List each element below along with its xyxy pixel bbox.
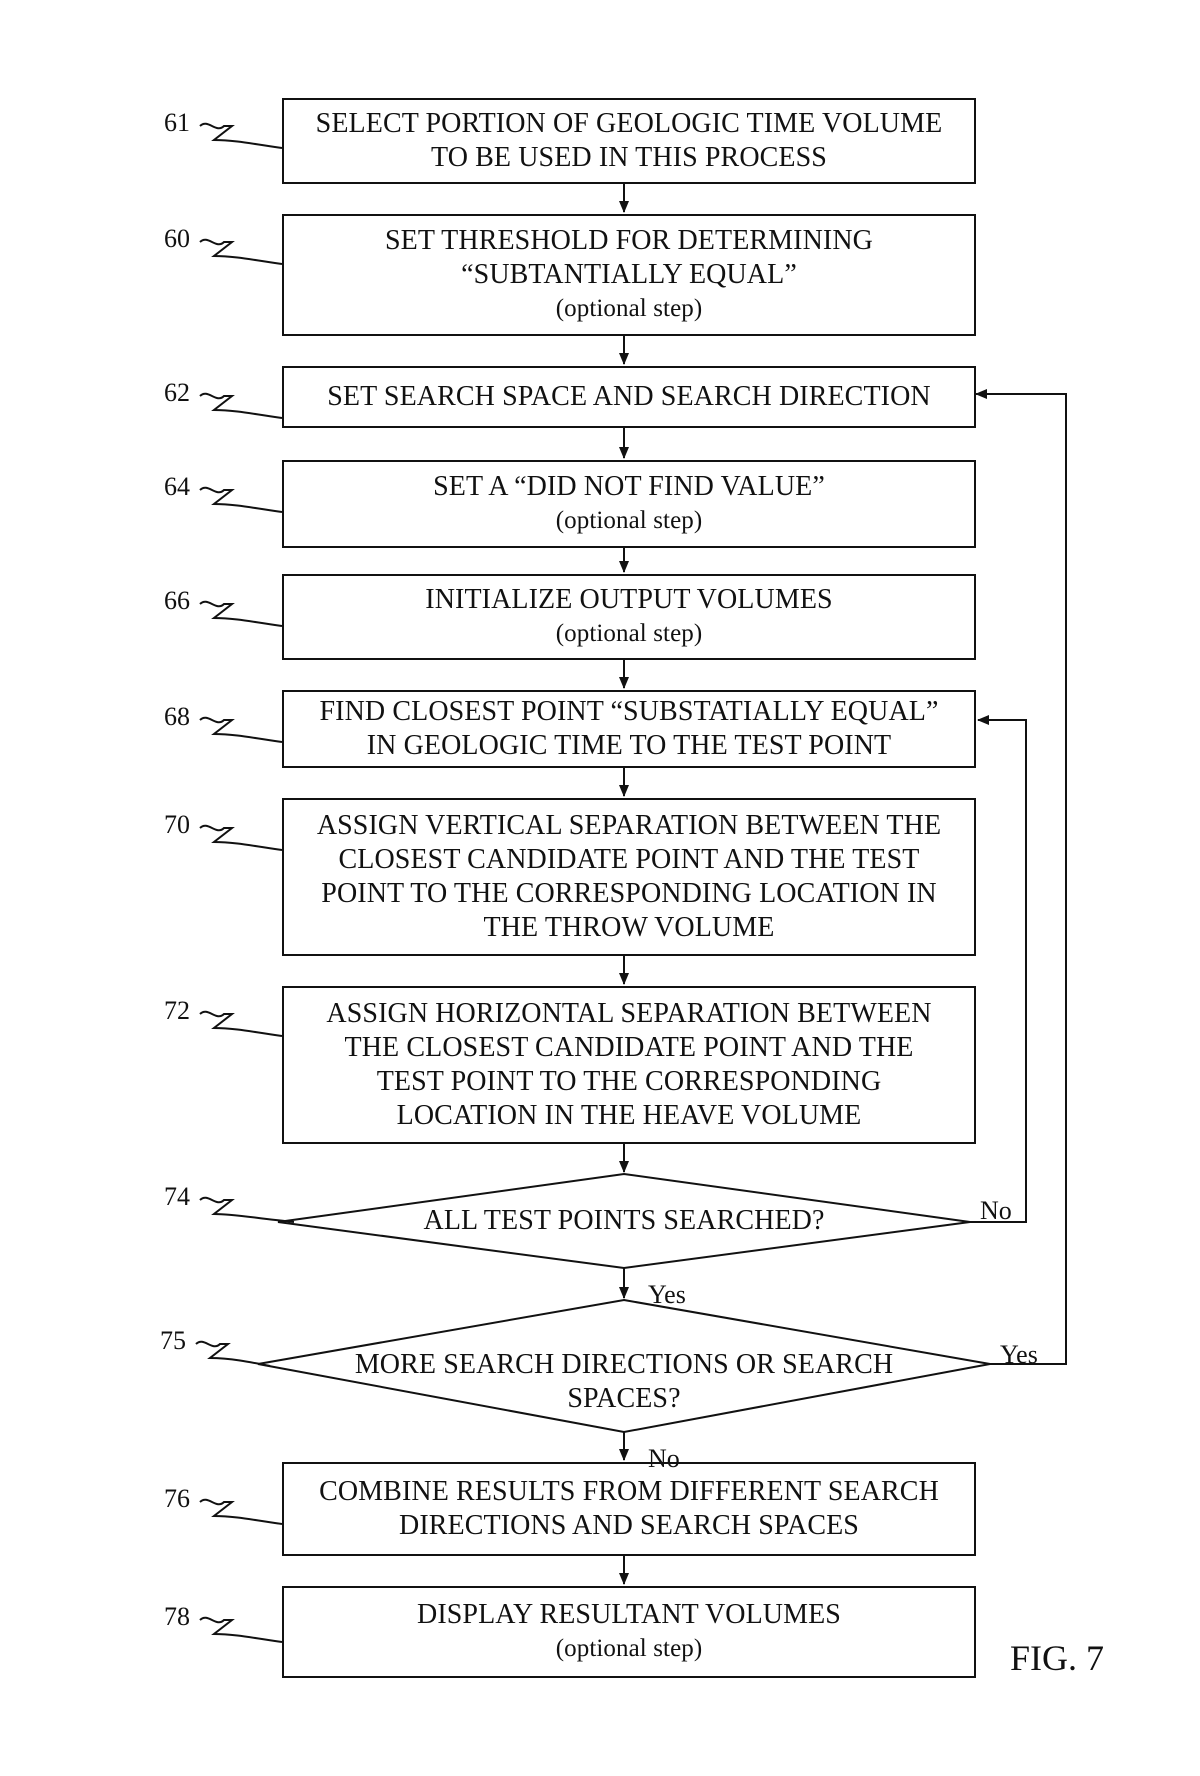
ref-numeral-70: 70: [164, 810, 190, 839]
decision-74-yes-label: Yes: [648, 1280, 686, 1309]
optional-note: (optional step): [555, 507, 703, 534]
decision-text: ALL TEST POINTS SEARCHED?: [423, 1205, 825, 1236]
decision-text: SPACES?: [567, 1383, 681, 1414]
optional-note: (optional step): [555, 295, 703, 322]
decision-74: ALL TEST POINTS SEARCHED?: [278, 1174, 970, 1268]
step-62-box: SET SEARCH SPACE AND SEARCH DIRECTION: [282, 366, 976, 428]
step-text: THE THROW VOLUME: [483, 912, 775, 943]
leader-66: [199, 600, 283, 627]
step-text: ASSIGN VERTICAL SEPARATION BETWEEN THE: [316, 810, 942, 841]
step-text: LOCATION IN THE HEAVE VOLUME: [396, 1100, 862, 1131]
step-76-box: COMBINE RESULTS FROM DIFFERENT SEARCH DI…: [282, 1462, 976, 1556]
optional-note: (optional step): [555, 1635, 703, 1662]
step-text: DIRECTIONS AND SEARCH SPACES: [399, 1510, 859, 1541]
decision-75-yes-label: Yes: [1000, 1340, 1038, 1369]
ref-numeral-64: 64: [164, 472, 190, 501]
decision-74-no-label: No: [980, 1196, 1012, 1225]
step-61-box: SELECT PORTION OF GEOLOGIC TIME VOLUME T…: [282, 98, 976, 184]
ref-numeral-60: 60: [164, 224, 190, 253]
leader-72: [199, 1010, 283, 1037]
step-text: TEST POINT TO THE CORRESPONDING: [376, 1066, 882, 1097]
step-text: TO BE USED IN THIS PROCESS: [431, 142, 827, 173]
loop-75-yes-to-62: [975, 389, 1067, 1365]
step-text: DISPLAY RESULTANT VOLUMES: [417, 1599, 841, 1630]
step-text: COMBINE RESULTS FROM DIFFERENT SEARCH: [319, 1476, 939, 1507]
step-78-box: DISPLAY RESULTANT VOLUMES (optional step…: [282, 1586, 976, 1678]
ref-numeral-76: 76: [164, 1484, 190, 1513]
ref-numeral-61: 61: [164, 108, 190, 137]
step-text: THE CLOSEST CANDIDATE POINT AND THE: [344, 1032, 914, 1063]
leader-60: [199, 238, 283, 265]
step-text: CLOSEST CANDIDATE POINT AND THE TEST: [338, 844, 920, 875]
leader-64: [199, 486, 283, 513]
step-text: ASSIGN HORIZONTAL SEPARATION BETWEEN: [326, 998, 932, 1029]
step-text: SET THRESHOLD FOR DETERMINING: [385, 225, 873, 256]
decision-text: MORE SEARCH DIRECTIONS OR SEARCH: [354, 1349, 894, 1380]
step-60-box: SET THRESHOLD FOR DETERMINING “SUBTANTIA…: [282, 214, 976, 336]
ref-numeral-75: 75: [160, 1326, 186, 1355]
leader-70: [199, 824, 283, 851]
leader-75: [195, 1340, 271, 1367]
step-text: IN GEOLOGIC TIME TO THE TEST POINT: [366, 730, 892, 761]
step-66-box: INITIALIZE OUTPUT VOLUMES (optional step…: [282, 574, 976, 660]
ref-numeral-74: 74: [164, 1182, 190, 1211]
figure-label: FIG. 7: [1010, 1638, 1105, 1678]
ref-numeral-72: 72: [164, 996, 190, 1025]
optional-note: (optional step): [555, 620, 703, 647]
step-64-box: SET A “DID NOT FIND VALUE” (optional ste…: [282, 460, 976, 548]
leader-68: [199, 716, 283, 743]
step-text: SELECT PORTION OF GEOLOGIC TIME VOLUME: [315, 108, 943, 139]
leader-76: [199, 1498, 283, 1525]
decision-75-shape: [257, 1298, 991, 1434]
ref-numeral-62: 62: [164, 378, 190, 407]
leader-61: [199, 122, 283, 149]
ref-numeral-66: 66: [164, 586, 190, 615]
leader-74: [199, 1196, 295, 1223]
step-text: INITIALIZE OUTPUT VOLUMES: [425, 584, 833, 615]
step-text: FIND CLOSEST POINT “SUBSTATIALLY EQUAL”: [319, 696, 939, 727]
leader-78: [199, 1616, 283, 1643]
decision-74-shape: [277, 1172, 971, 1270]
step-text: SET A “DID NOT FIND VALUE”: [433, 471, 825, 502]
step-70-box: ASSIGN VERTICAL SEPARATION BETWEEN THE C…: [282, 798, 976, 956]
decision-75-no-label: No: [648, 1444, 680, 1473]
ref-numeral-68: 68: [164, 702, 190, 731]
decision-75: MORE SEARCH DIRECTIONS OR SEARCH SPACES?: [258, 1300, 990, 1432]
step-text: SET SEARCH SPACE AND SEARCH DIRECTION: [327, 381, 931, 412]
step-text: “SUBTANTIALLY EQUAL”: [461, 259, 797, 290]
step-72-box: ASSIGN HORIZONTAL SEPARATION BETWEEN THE…: [282, 986, 976, 1144]
step-68-box: FIND CLOSEST POINT “SUBSTATIALLY EQUAL” …: [282, 690, 976, 768]
step-text: POINT TO THE CORRESPONDING LOCATION IN: [321, 878, 937, 909]
leader-62: [199, 392, 283, 419]
ref-numeral-78: 78: [164, 1602, 190, 1631]
loop-74-no-to-68: [970, 715, 1027, 1223]
